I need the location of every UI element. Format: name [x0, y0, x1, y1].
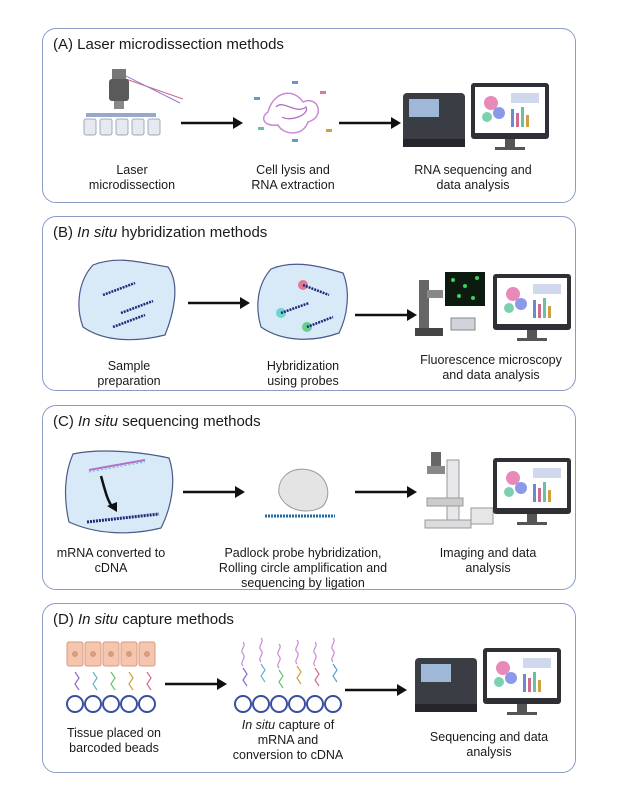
panel-c-title: (C) In situ sequencing methods: [53, 413, 261, 430]
rolling-circle-amplification-icon: [265, 468, 335, 518]
panel-b-title: (B) In situ hybridization methods: [53, 224, 268, 241]
arrow-icon: [355, 309, 417, 321]
tissue-sample-icon: [78, 259, 176, 341]
arrow-icon: [345, 684, 407, 696]
step-c2-caption: Padlock probe hybridization,Rolling circ…: [218, 546, 388, 590]
arrow-icon: [181, 117, 243, 129]
laser-microscope-icon: [83, 69, 184, 136]
arrow-icon: [339, 117, 401, 129]
mrna-to-cdna-icon: [64, 450, 174, 534]
panel-d-title: (D) In situ capture methods: [53, 611, 234, 628]
sequencer-and-monitor-icon: [415, 648, 561, 715]
rna-extraction-icon: [254, 81, 332, 142]
tissue-on-barcoded-beads-icon: [66, 641, 156, 713]
panel-b: (B) In situ hybridization methods: [42, 216, 576, 391]
arrow-icon: [183, 486, 245, 498]
captured-mrna-beads-icon: [234, 637, 342, 713]
step-d2-caption: In situ capture of mRNA and conversion t…: [232, 718, 344, 762]
hybridization-probes-icon: [257, 263, 348, 340]
microscope-and-monitor-icon: [424, 452, 571, 529]
panel-c: (C) In situ sequencing methods: [42, 405, 576, 590]
arrow-icon: [165, 678, 227, 690]
arrow-icon: [355, 486, 417, 498]
sequencer-and-monitor-icon: [403, 83, 549, 150]
fluorescence-microscope-and-monitor-icon: [415, 272, 571, 341]
panel-a-title: (A) Laser microdissection methods: [53, 36, 284, 53]
panel-a: (A) Laser microdissection methods: [42, 28, 576, 203]
arrow-icon: [188, 297, 250, 309]
panel-d: (D) In situ capture methods: [42, 603, 576, 773]
